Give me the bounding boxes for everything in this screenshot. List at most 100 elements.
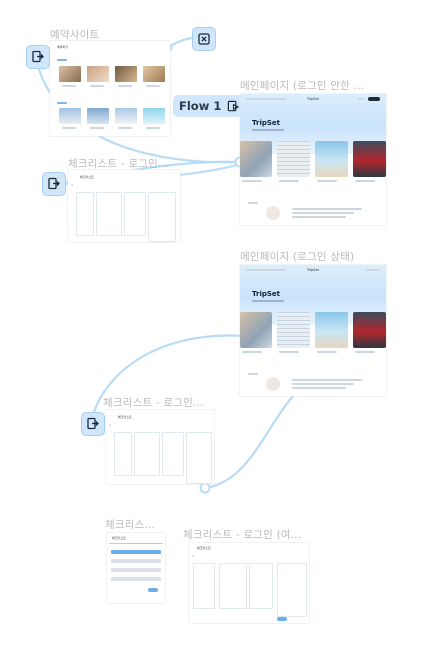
profile-section-label — [248, 373, 258, 375]
checklist-4-column-2 — [219, 563, 247, 609]
flight-caption-1 — [62, 127, 76, 129]
avatar — [266, 206, 280, 220]
checklist-4-back[interactable] — [192, 555, 194, 557]
checklist-4-save-button[interactable] — [277, 617, 287, 621]
frame-start-icon[interactable] — [81, 412, 105, 436]
hotel-caption-1 — [62, 85, 76, 87]
link-reservation-close — [166, 36, 194, 50]
flight-caption-3 — [118, 127, 132, 129]
checklist-4-column-4 — [277, 563, 307, 617]
checklist-1-heading: 체크리스트 — [80, 175, 94, 179]
checklist-3-item-2[interactable] — [111, 559, 161, 563]
card-caption-1 — [242, 351, 262, 353]
card-caption-4 — [355, 180, 375, 182]
nav-signup-button[interactable] — [368, 96, 380, 101]
checklist-3-heading: 체크리스트 — [112, 536, 126, 540]
hero-subtitle — [252, 300, 284, 302]
frame-title-main-logged-in: 메인페이지 (로그인 상태) — [240, 251, 355, 263]
checklist-3-item-3[interactable] — [111, 568, 161, 572]
profile-text-3 — [292, 387, 346, 389]
hotel-caption-4 — [146, 85, 160, 87]
card-photo-3[interactable] — [315, 141, 348, 177]
flight-caption-4 — [146, 127, 160, 129]
node-dot-checklist2 — [199, 482, 211, 494]
checklist-1-column-1 — [76, 192, 94, 236]
nav-brand: TripSet — [307, 97, 320, 101]
frame-start-icon-glyph — [32, 50, 44, 63]
checklist-2-column-1 — [114, 432, 132, 476]
reservation-section-label-2 — [57, 102, 67, 104]
card-caption-4 — [355, 351, 375, 353]
checklist-3-item-4[interactable] — [111, 577, 161, 581]
profile-text-2 — [292, 383, 354, 385]
card-photo-4[interactable] — [353, 312, 386, 348]
nav-brand: TripSet — [307, 268, 320, 272]
hotel-caption-2 — [90, 85, 104, 87]
checklist-1-column-4 — [148, 192, 176, 242]
flow-play-icon — [228, 100, 240, 111]
card-caption-3 — [317, 351, 337, 353]
frame-checklist-1[interactable]: 체크리스트 — [68, 170, 180, 242]
frame-start-icon[interactable] — [26, 45, 50, 69]
flight-thumb-2[interactable] — [87, 108, 109, 124]
checklist-1-column-2 — [96, 192, 122, 236]
avatar — [266, 377, 280, 391]
flight-caption-2 — [90, 127, 104, 129]
card-caption-2 — [279, 351, 299, 353]
flight-thumb-4[interactable] — [143, 108, 165, 124]
card-caption-1 — [242, 180, 262, 182]
hero-subtitle — [252, 129, 284, 131]
reservation-section-label-1 — [57, 59, 67, 61]
reservation-heading: 예약하기 — [57, 45, 69, 49]
hotel-caption-3 — [118, 85, 132, 87]
checklist-1-back[interactable] — [71, 184, 73, 186]
frame-main-logged-out[interactable]: TripSet TripSet — [240, 94, 386, 225]
profile-text-1 — [292, 379, 362, 381]
checklist-3-divider — [109, 543, 163, 544]
hotel-thumb-3[interactable] — [115, 66, 137, 82]
frame-checklist-2[interactable]: 체크리스트 — [106, 410, 214, 484]
flight-thumb-1[interactable] — [59, 108, 81, 124]
hotel-thumb-4[interactable] — [143, 66, 165, 82]
nav-user-menu[interactable] — [366, 269, 380, 271]
frame-title-checklist-1: 체크리스트 - 로그인... — [68, 158, 169, 170]
flow-badge[interactable]: Flow 1 — [173, 95, 247, 117]
checklist-3-add-button[interactable] — [148, 588, 158, 592]
frame-main-logged-in[interactable]: TripSet TripSet — [240, 265, 386, 396]
flow-label: Flow 1 — [179, 99, 222, 113]
checklist-2-column-3 — [162, 432, 184, 476]
hotel-thumb-2[interactable] — [87, 66, 109, 82]
nav-links[interactable] — [246, 98, 286, 100]
nav-links[interactable] — [246, 269, 286, 271]
close-icon[interactable] — [192, 27, 216, 51]
frame-title-checklist-4: 체크리스트 - 로그인 (여... — [183, 529, 302, 541]
card-caption-3 — [317, 180, 337, 182]
nav-login-link[interactable] — [358, 98, 364, 100]
profile-text-2 — [292, 212, 354, 214]
frame-title-checklist-3: 체크리스... — [105, 519, 156, 531]
checklist-3-item-active[interactable] — [111, 550, 161, 554]
hero-title: TripSet — [252, 119, 281, 127]
checklist-2-column-2 — [134, 432, 160, 476]
card-photo-1[interactable] — [240, 141, 272, 177]
card-photo-1[interactable] — [240, 312, 272, 348]
hero-title: TripSet — [252, 290, 281, 298]
frame-title-main-logged-out: 메인페이지 (로그인 안한 ... — [240, 80, 365, 92]
frame-checklist-3[interactable]: 체크리스트 — [107, 533, 165, 603]
card-photo-2[interactable] — [277, 312, 310, 348]
hotel-thumb-1[interactable] — [59, 66, 81, 82]
flight-thumb-3[interactable] — [115, 108, 137, 124]
checklist-2-column-4 — [186, 432, 212, 484]
card-photo-3[interactable] — [315, 312, 348, 348]
profile-section-label — [248, 202, 258, 204]
frame-start-icon[interactable] — [42, 172, 66, 196]
frame-checklist-4[interactable]: 체크리스트 — [189, 543, 309, 623]
checklist-1-column-3 — [124, 192, 146, 236]
frame-title-checklist-2: 체크리스트 - 로그인... — [103, 397, 204, 409]
frame-reservation[interactable]: 예약하기 — [50, 41, 170, 136]
card-photo-4[interactable] — [353, 141, 386, 177]
profile-text-3 — [292, 216, 346, 218]
checklist-2-back[interactable] — [109, 424, 111, 426]
card-photo-2[interactable] — [277, 141, 310, 177]
